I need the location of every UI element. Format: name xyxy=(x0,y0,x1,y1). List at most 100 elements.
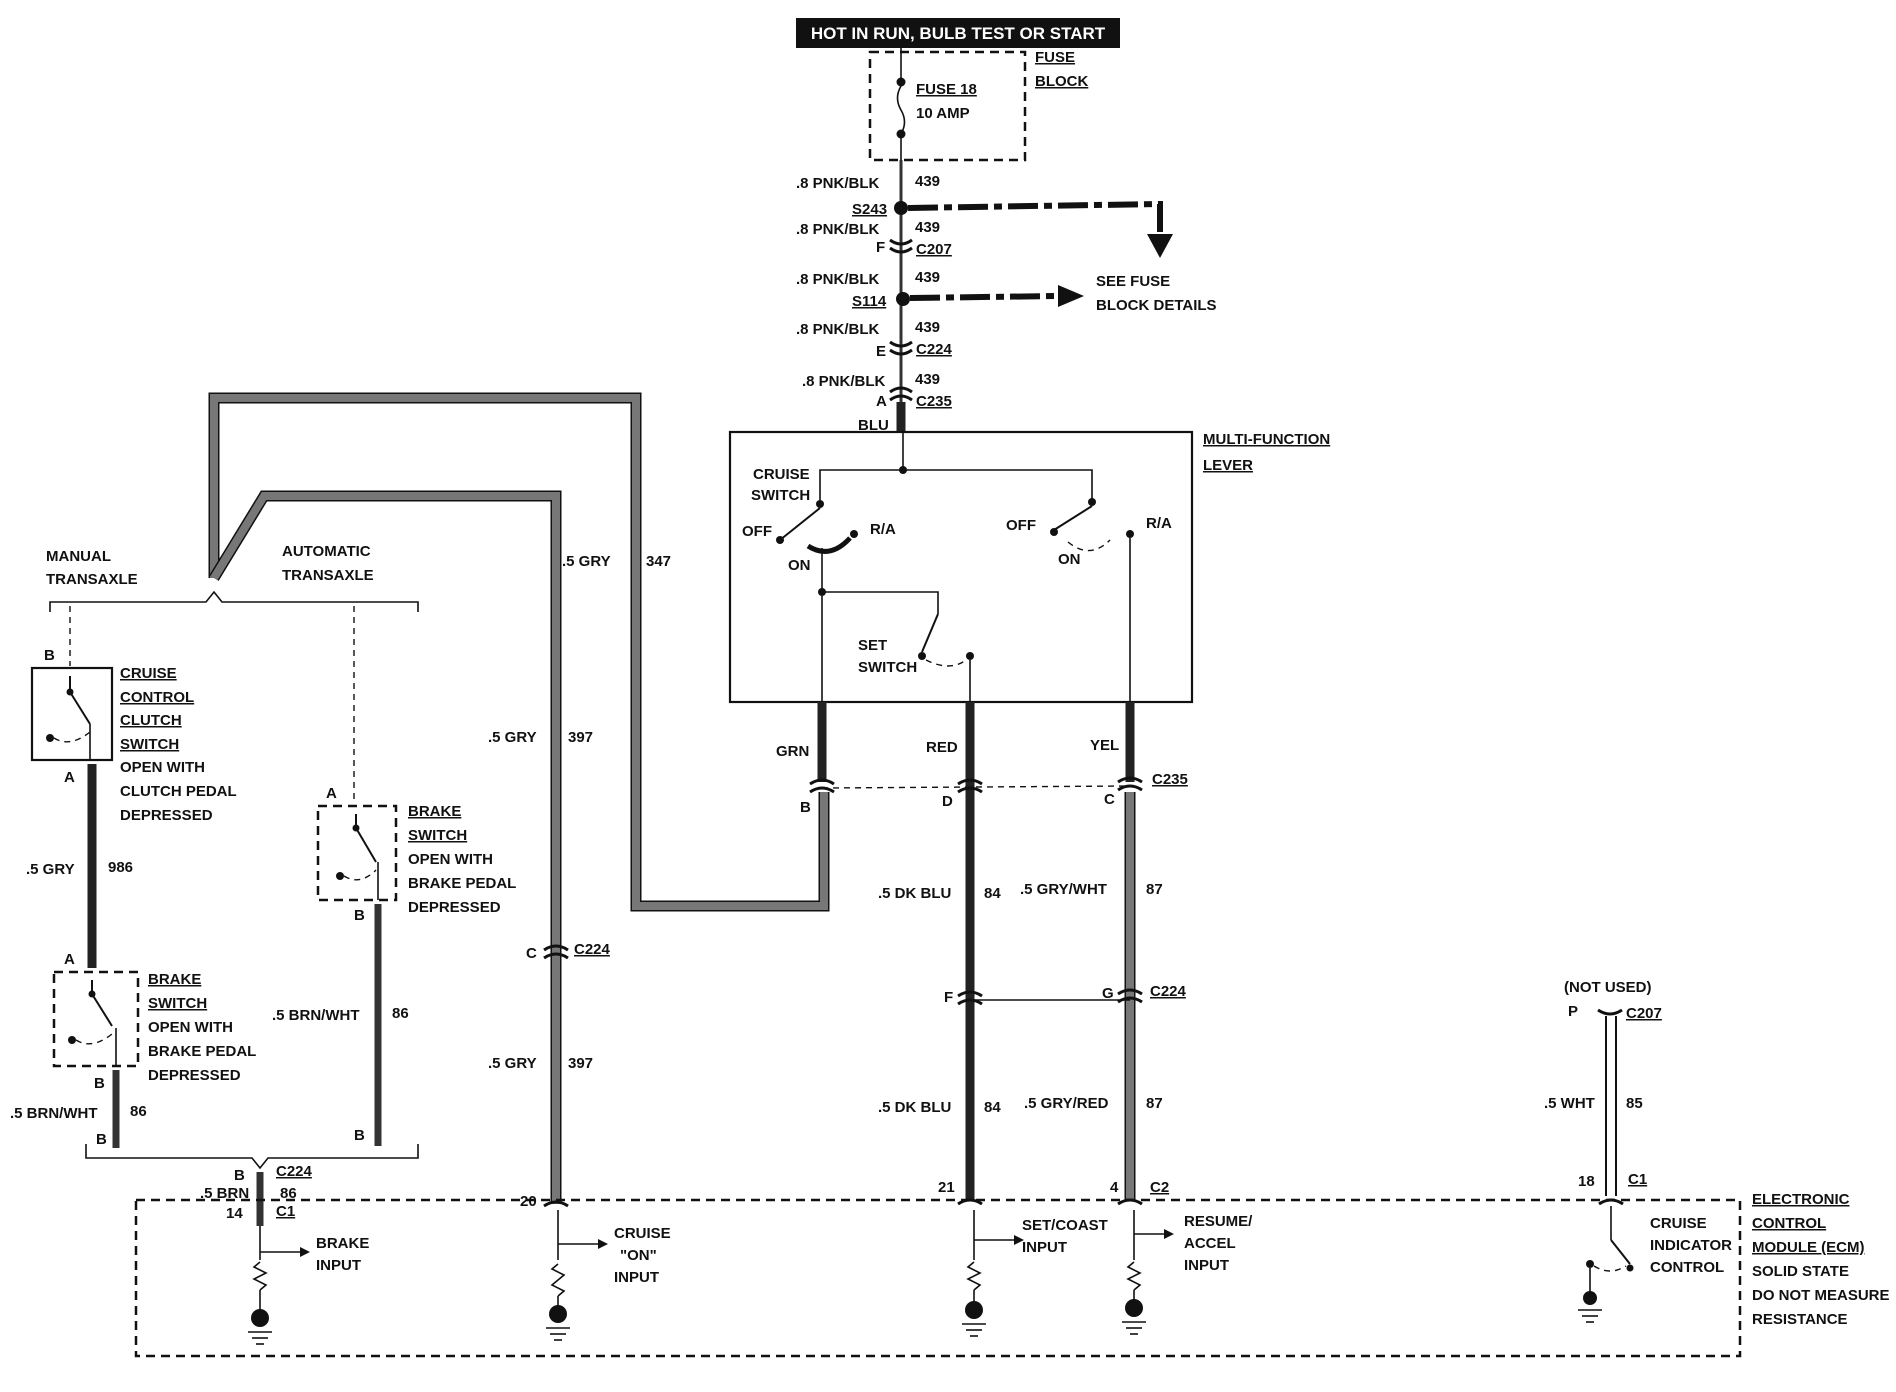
cruise-switch-right-ra xyxy=(1126,530,1134,538)
brake-m-name-1: BRAKE xyxy=(148,971,201,988)
c235-pin-d: D xyxy=(942,793,953,810)
feed-wire-4-num: 439 xyxy=(915,319,940,336)
s243-branch-arrow xyxy=(1147,234,1173,258)
brake-a-arc xyxy=(343,869,377,881)
brn-wht-a-label: .5 BRN/WHT xyxy=(272,1007,360,1024)
red-label: RED xyxy=(926,739,958,756)
feed-wire-5-label: .8 PNK/BLK xyxy=(802,373,886,390)
feed-wire-1-label: .8 PNK/BLK xyxy=(796,175,880,192)
ecm-note-3: RESISTANCE xyxy=(1752,1311,1848,1328)
clutch-desc-1: OPEN WITH xyxy=(120,759,205,776)
see-fuse-2: BLOCK DETAILS xyxy=(1096,297,1217,314)
c224-c-label: C224 xyxy=(574,941,611,958)
c235-bus xyxy=(821,785,1131,789)
indicator-wire-label: .5 WHT xyxy=(1544,1095,1595,1112)
brake-m-pin-a: A xyxy=(64,951,75,968)
feed-wire-4-label: .8 PNK/BLK xyxy=(796,321,880,338)
indicator-c1: C1 xyxy=(1628,1171,1647,1188)
brn-wht-m-end-pin: B xyxy=(96,1131,107,1148)
brn-wht-m-label: .5 BRN/WHT xyxy=(10,1105,98,1122)
ecm-cruise-on-circuit xyxy=(546,1210,608,1341)
splice-s243-label: S243 xyxy=(852,201,887,218)
set-switch-blade xyxy=(921,613,939,653)
gry-347-label: .5 GRY xyxy=(562,553,611,570)
fuse-block-label-1: FUSE xyxy=(1035,49,1075,66)
connector-c235-feed xyxy=(889,386,913,402)
brake-m-blade xyxy=(91,980,113,1027)
feed-wire-3-num: 439 xyxy=(915,269,940,286)
auto-label-2: TRANSAXLE xyxy=(282,567,374,584)
indicator-pin-p: P xyxy=(1568,1003,1578,1020)
brake-a-name-2: SWITCH xyxy=(408,827,467,844)
brake-m-pin-b: B xyxy=(94,1075,105,1092)
indicator-pin-18: 18 xyxy=(1578,1173,1595,1190)
mf-bus-left xyxy=(816,500,824,508)
gry-986-num: 986 xyxy=(108,859,133,876)
brake-a-desc-3: DEPRESSED xyxy=(408,899,501,916)
feed-wire-2-label: .8 PNK/BLK xyxy=(796,221,880,238)
cruise-switch-right-off xyxy=(1050,528,1058,536)
ecm-brake-input-circuit xyxy=(248,1226,310,1345)
clutch-name-1: CRUISE xyxy=(120,665,177,682)
brake-input-c1: C1 xyxy=(276,1203,295,1220)
ecm-box xyxy=(134,1198,1742,1358)
c235-pin-b: B xyxy=(800,799,811,816)
indicator-c207-connector xyxy=(1597,1008,1623,1016)
ecm-set-coast-2: INPUT xyxy=(1022,1239,1067,1256)
cruise-switch-2: SWITCH xyxy=(751,487,810,504)
gry-347-num: 347 xyxy=(646,553,671,570)
set-switch-out xyxy=(966,652,974,660)
c235-grn xyxy=(809,778,835,794)
set-switch-contact xyxy=(918,652,926,660)
ecm-resume-2: ACCEL xyxy=(1184,1235,1236,1252)
s243-branch xyxy=(907,200,1163,234)
brake-a-node xyxy=(352,824,360,832)
connector-c207-label: C207 xyxy=(916,241,952,258)
gry-397a-num: 397 xyxy=(568,729,593,746)
ecm-indicator-3: CONTROL xyxy=(1650,1259,1724,1276)
ecm-brake-input-1: BRAKE xyxy=(316,1235,369,1252)
ecm-brake-input-2: INPUT xyxy=(316,1257,361,1274)
c224-red xyxy=(957,990,983,1006)
feed-wire-3-label: .8 PNK/BLK xyxy=(796,271,880,288)
fuse-terminal-top xyxy=(896,77,906,87)
ecm-resume-3: INPUT xyxy=(1184,1257,1229,1274)
clutch-name-4: SWITCH xyxy=(120,736,179,753)
brn-wht-a-end-pin: B xyxy=(354,1127,365,1144)
ecm-cruise-on-3: INPUT xyxy=(614,1269,659,1286)
c224-pin-g: G xyxy=(1102,985,1114,1002)
ecm-resume-1: RESUME/ xyxy=(1184,1213,1253,1230)
brake-input-pin-14: 14 xyxy=(226,1205,243,1222)
gry-wht-num: 87 xyxy=(1146,881,1163,898)
feed-wire-5-num: 439 xyxy=(915,371,940,388)
ecm-pin-20: 20 xyxy=(520,1193,537,1210)
clutch-desc-3: DEPRESSED xyxy=(120,807,213,824)
auto-label-1: AUTOMATIC xyxy=(282,543,371,560)
cruise-switch-1: CRUISE xyxy=(753,466,810,483)
manual-label-2: TRANSAXLE xyxy=(46,571,138,588)
brake-join-bracket xyxy=(85,1144,419,1170)
brake-a-desc-2: BRAKE PEDAL xyxy=(408,875,516,892)
splice-s114-label: S114 xyxy=(852,293,887,310)
gry-wht-label: .5 GRY/WHT xyxy=(1020,881,1107,898)
brake-a-blade xyxy=(355,814,377,863)
cruise-switch-left-blade xyxy=(779,507,821,541)
connector-c224-feed-label: C224 xyxy=(916,341,953,358)
ecm-name-3: MODULE (ECM) xyxy=(1752,1239,1865,1256)
clutch-pin-a: A xyxy=(64,769,75,786)
c224-yel xyxy=(1117,988,1143,1004)
multifunction-box xyxy=(728,430,1194,704)
c2-label: C2 xyxy=(1150,1179,1169,1196)
ecm-set-coast-1: SET/COAST xyxy=(1022,1217,1108,1234)
yel-label: YEL xyxy=(1090,737,1119,754)
brake-m-desc-2: BRAKE PEDAL xyxy=(148,1043,256,1060)
feed-wire-2-num: 439 xyxy=(915,219,940,236)
c224-pin-f: F xyxy=(944,989,953,1006)
c235-label-outputs: C235 xyxy=(1152,771,1188,788)
c224-c-connector xyxy=(543,944,569,960)
cruise-ra-left: R/A xyxy=(870,521,896,538)
cruise-switch-left-off xyxy=(776,536,784,544)
cruise-switch-right-blade xyxy=(1053,505,1093,531)
gry-397b-num: 397 xyxy=(568,1055,593,1072)
grn-347-loop xyxy=(210,394,828,910)
